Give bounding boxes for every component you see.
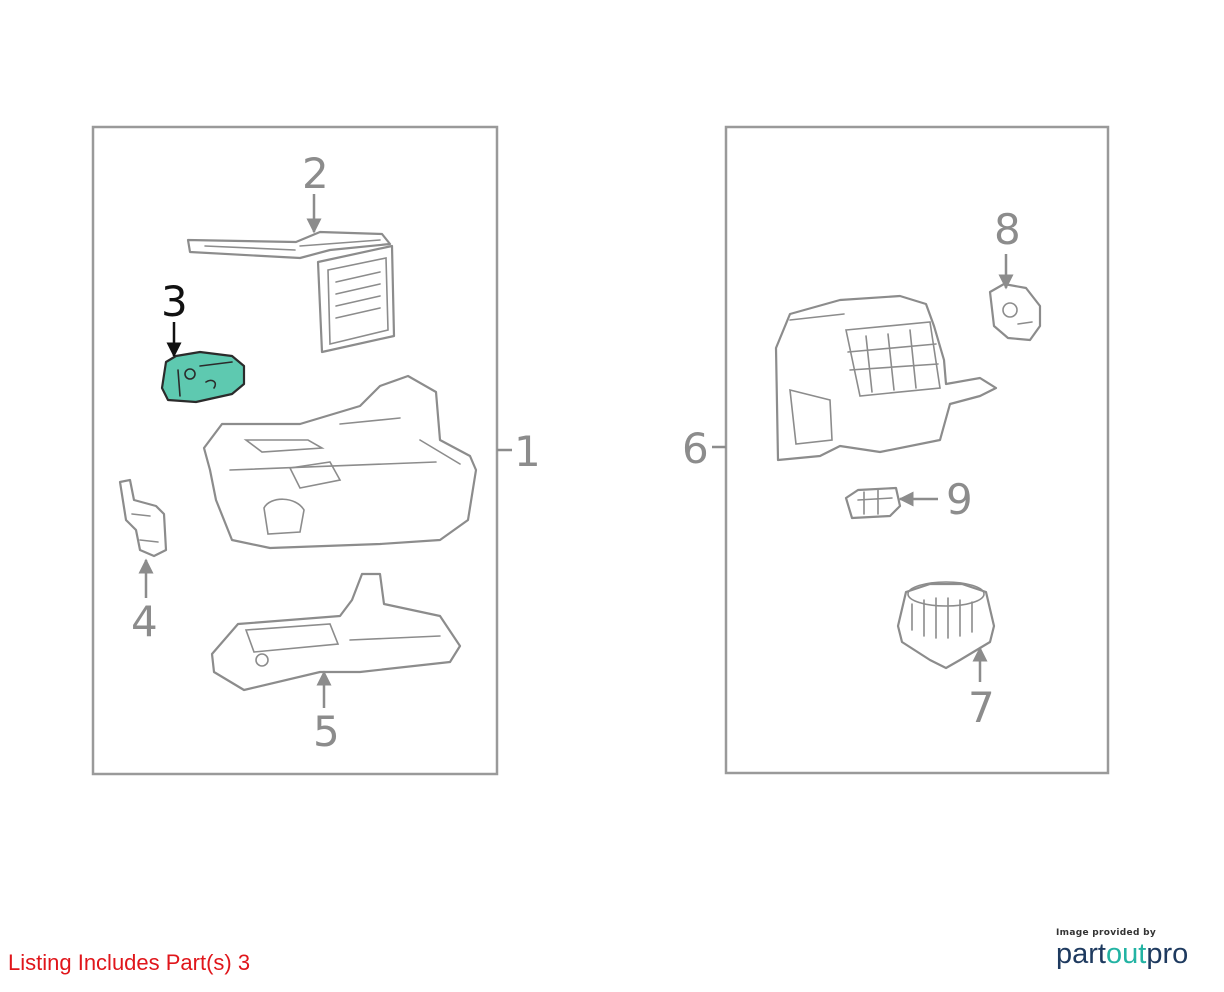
part-3-servo-motor[interactable] bbox=[160, 350, 246, 404]
callout-2: 2 bbox=[302, 149, 329, 198]
callout-9: 9 bbox=[946, 475, 973, 524]
logo-pro: pro bbox=[1146, 938, 1189, 970]
logo-wordmark: partoutpro bbox=[1056, 938, 1206, 970]
part-1-heater-unit[interactable] bbox=[202, 374, 478, 550]
part-4-bracket[interactable] bbox=[118, 478, 168, 558]
callout-1: 1 bbox=[514, 427, 541, 476]
part-8-actuator[interactable] bbox=[988, 282, 1042, 342]
logo-out: out bbox=[1105, 938, 1147, 970]
logo-caption: Image provided by bbox=[1056, 928, 1157, 938]
partoutpro-logo: Image provided by partoutpro bbox=[1056, 928, 1206, 970]
logo-part: part bbox=[1056, 938, 1106, 970]
listing-includes-note: Listing Includes Part(s) 3 bbox=[8, 950, 251, 975]
part-2-heater-core[interactable] bbox=[186, 230, 396, 354]
callout-3: 3 bbox=[161, 277, 188, 326]
callout-4: 4 bbox=[131, 597, 158, 646]
callout-7: 7 bbox=[968, 683, 995, 732]
part-7-blower-motor[interactable] bbox=[896, 581, 996, 670]
part-5-duct[interactable] bbox=[210, 572, 462, 692]
callout-6: 6 bbox=[682, 424, 709, 473]
callout-5: 5 bbox=[313, 707, 340, 756]
right-assembly-frame bbox=[724, 125, 1110, 775]
part-9-filter[interactable] bbox=[844, 486, 902, 520]
callout-8: 8 bbox=[994, 205, 1021, 254]
part-6-blower-unit[interactable] bbox=[774, 294, 998, 462]
